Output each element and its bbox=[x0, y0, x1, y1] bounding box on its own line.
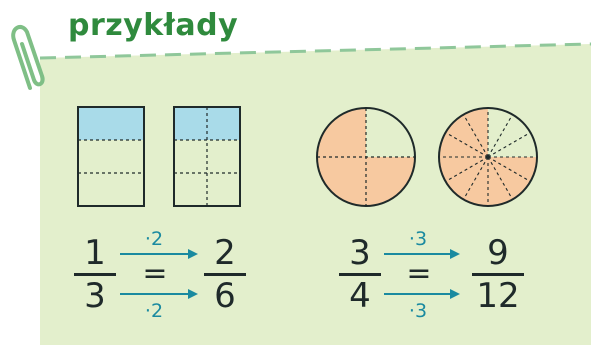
rectangle-model-sixths bbox=[173, 106, 241, 207]
denominator: 6 bbox=[214, 276, 236, 316]
denominator: 4 bbox=[349, 276, 371, 316]
fraction-bar bbox=[339, 273, 381, 276]
arrow-top-2 bbox=[384, 249, 460, 259]
numerator: 2 bbox=[214, 233, 236, 273]
header-dashed-line bbox=[39, 42, 591, 60]
fraction-left-2: 3 4 bbox=[333, 236, 387, 313]
arrow-top-1 bbox=[120, 249, 198, 259]
fraction-right-2: 9 12 bbox=[466, 236, 530, 313]
numerator: 1 bbox=[84, 233, 106, 273]
multiplier-bottom-2: ·3 bbox=[408, 300, 428, 322]
denominator: 3 bbox=[84, 276, 106, 316]
fraction-bar bbox=[204, 273, 246, 276]
section-title: przykłady bbox=[68, 8, 239, 43]
arrow-bottom-2 bbox=[384, 289, 460, 299]
denominator: 12 bbox=[476, 276, 520, 316]
paperclip-icon bbox=[11, 24, 45, 90]
numerator: 9 bbox=[487, 233, 509, 273]
equals-sign-2: = bbox=[406, 256, 432, 291]
multiplier-top-2: ·3 bbox=[408, 228, 428, 250]
circle-model-twelfths bbox=[438, 107, 538, 207]
arrow-bottom-1 bbox=[120, 289, 198, 299]
circle-model-quarters bbox=[316, 107, 416, 207]
fraction-bar bbox=[74, 273, 116, 276]
equals-sign-1: = bbox=[142, 256, 168, 291]
rectangle-model-thirds bbox=[77, 106, 145, 207]
fraction-left-1: 1 3 bbox=[68, 236, 122, 313]
fraction-right-1: 2 6 bbox=[198, 236, 252, 313]
multiplier-bottom-1: ·2 bbox=[144, 300, 164, 322]
fraction-bar bbox=[472, 273, 524, 276]
numerator: 3 bbox=[349, 233, 371, 273]
multiplier-top-1: ·2 bbox=[144, 228, 164, 250]
